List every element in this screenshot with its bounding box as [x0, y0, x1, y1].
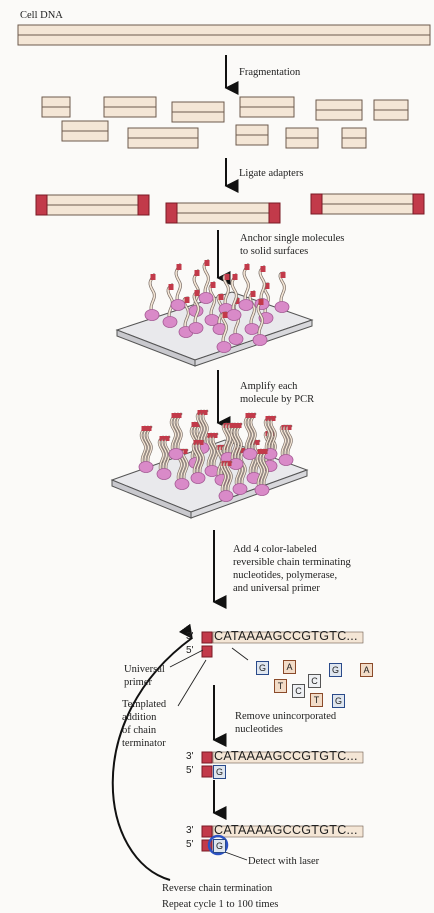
free-nucleotide: A	[360, 663, 373, 677]
anchored-molecule	[145, 274, 159, 321]
three-prime-2: 3'	[186, 751, 193, 762]
dna-fragment	[104, 97, 156, 117]
dna-fragment	[316, 100, 362, 120]
dna-fragment	[62, 121, 108, 141]
anchored-molecule	[275, 272, 289, 313]
dna-fragment	[374, 100, 408, 120]
dna-fragment	[128, 128, 198, 148]
amplified-cluster	[169, 413, 183, 460]
free-nucleotide: T	[310, 693, 323, 707]
label-remove-unincorporated: Remove unincorporated nucleotides	[235, 710, 336, 736]
three-prime-1: 3'	[186, 631, 193, 642]
label-repeat-cycle: Repeat cycle 1 to 100 times	[162, 898, 278, 911]
dna-fragments	[42, 97, 408, 148]
free-nucleotide: C	[292, 684, 305, 698]
solid-surface-amplified	[112, 410, 307, 518]
free-nucleotide: G	[332, 694, 345, 708]
dna-fragment	[236, 125, 268, 145]
three-prime-3: 3'	[186, 825, 193, 836]
label-universal-primer: Universal primer	[124, 663, 165, 689]
label-anchor: Anchor single molecules to solid surface…	[240, 232, 344, 258]
dna-fragment	[172, 102, 224, 122]
label-cell-dna: Cell DNA	[20, 9, 63, 22]
five-prime-3: 5'	[186, 839, 193, 850]
label-templated-addition: Templated addition of chain terminator	[122, 698, 166, 750]
template-sequence-3: CATAAAAGCCGTGTC...	[214, 823, 358, 837]
five-prime-2: 5'	[186, 765, 193, 776]
anchored-molecule	[239, 264, 253, 311]
five-prime-1: 5'	[186, 645, 193, 656]
solid-surface-anchored	[117, 260, 312, 366]
template-sequence-2: CATAAAAGCCGTGTC...	[214, 749, 358, 763]
callout-templated-addition	[178, 660, 206, 706]
label-detect-laser: Detect with laser	[248, 855, 319, 868]
free-nucleotide: G	[329, 663, 342, 677]
label-fragmentation: Fragmentation	[239, 66, 300, 79]
free-nucleotide: C	[308, 674, 321, 688]
ligated-fragment	[311, 194, 424, 214]
label-reverse-termination: Reverse chain termination	[162, 882, 272, 895]
dna-fragment	[286, 128, 318, 148]
ligated-fragment	[166, 203, 280, 223]
callout-detect-laser	[225, 852, 247, 860]
amplified-cluster	[139, 426, 153, 473]
incorporated-base-3: G	[213, 839, 226, 853]
dna-fragment	[240, 97, 294, 117]
label-ligate-adapters: Ligate adapters	[239, 167, 303, 180]
label-amplify: Amplify each molecule by PCR	[240, 380, 314, 406]
callout-nucleotide	[232, 648, 248, 660]
ligated-fragment	[36, 195, 149, 215]
free-nucleotide: G	[256, 661, 269, 675]
template-sequence-1: CATAAAAGCCGTGTC...	[214, 629, 358, 643]
amplified-cluster	[157, 436, 171, 480]
anchored-molecule	[199, 260, 213, 304]
free-nucleotide: T	[274, 679, 287, 693]
adapter-ligated-fragments	[36, 194, 424, 223]
dna-fragment	[342, 128, 366, 148]
dna-fragment	[42, 97, 70, 117]
cell-dna-strand	[18, 25, 430, 45]
incorporated-base-2: G	[213, 765, 226, 779]
amplified-cluster	[279, 425, 293, 466]
free-nucleotide: A	[283, 660, 296, 674]
label-add-reagents: Add 4 color-labeled reversible chain ter…	[233, 543, 351, 595]
amplified-cluster	[243, 413, 257, 460]
